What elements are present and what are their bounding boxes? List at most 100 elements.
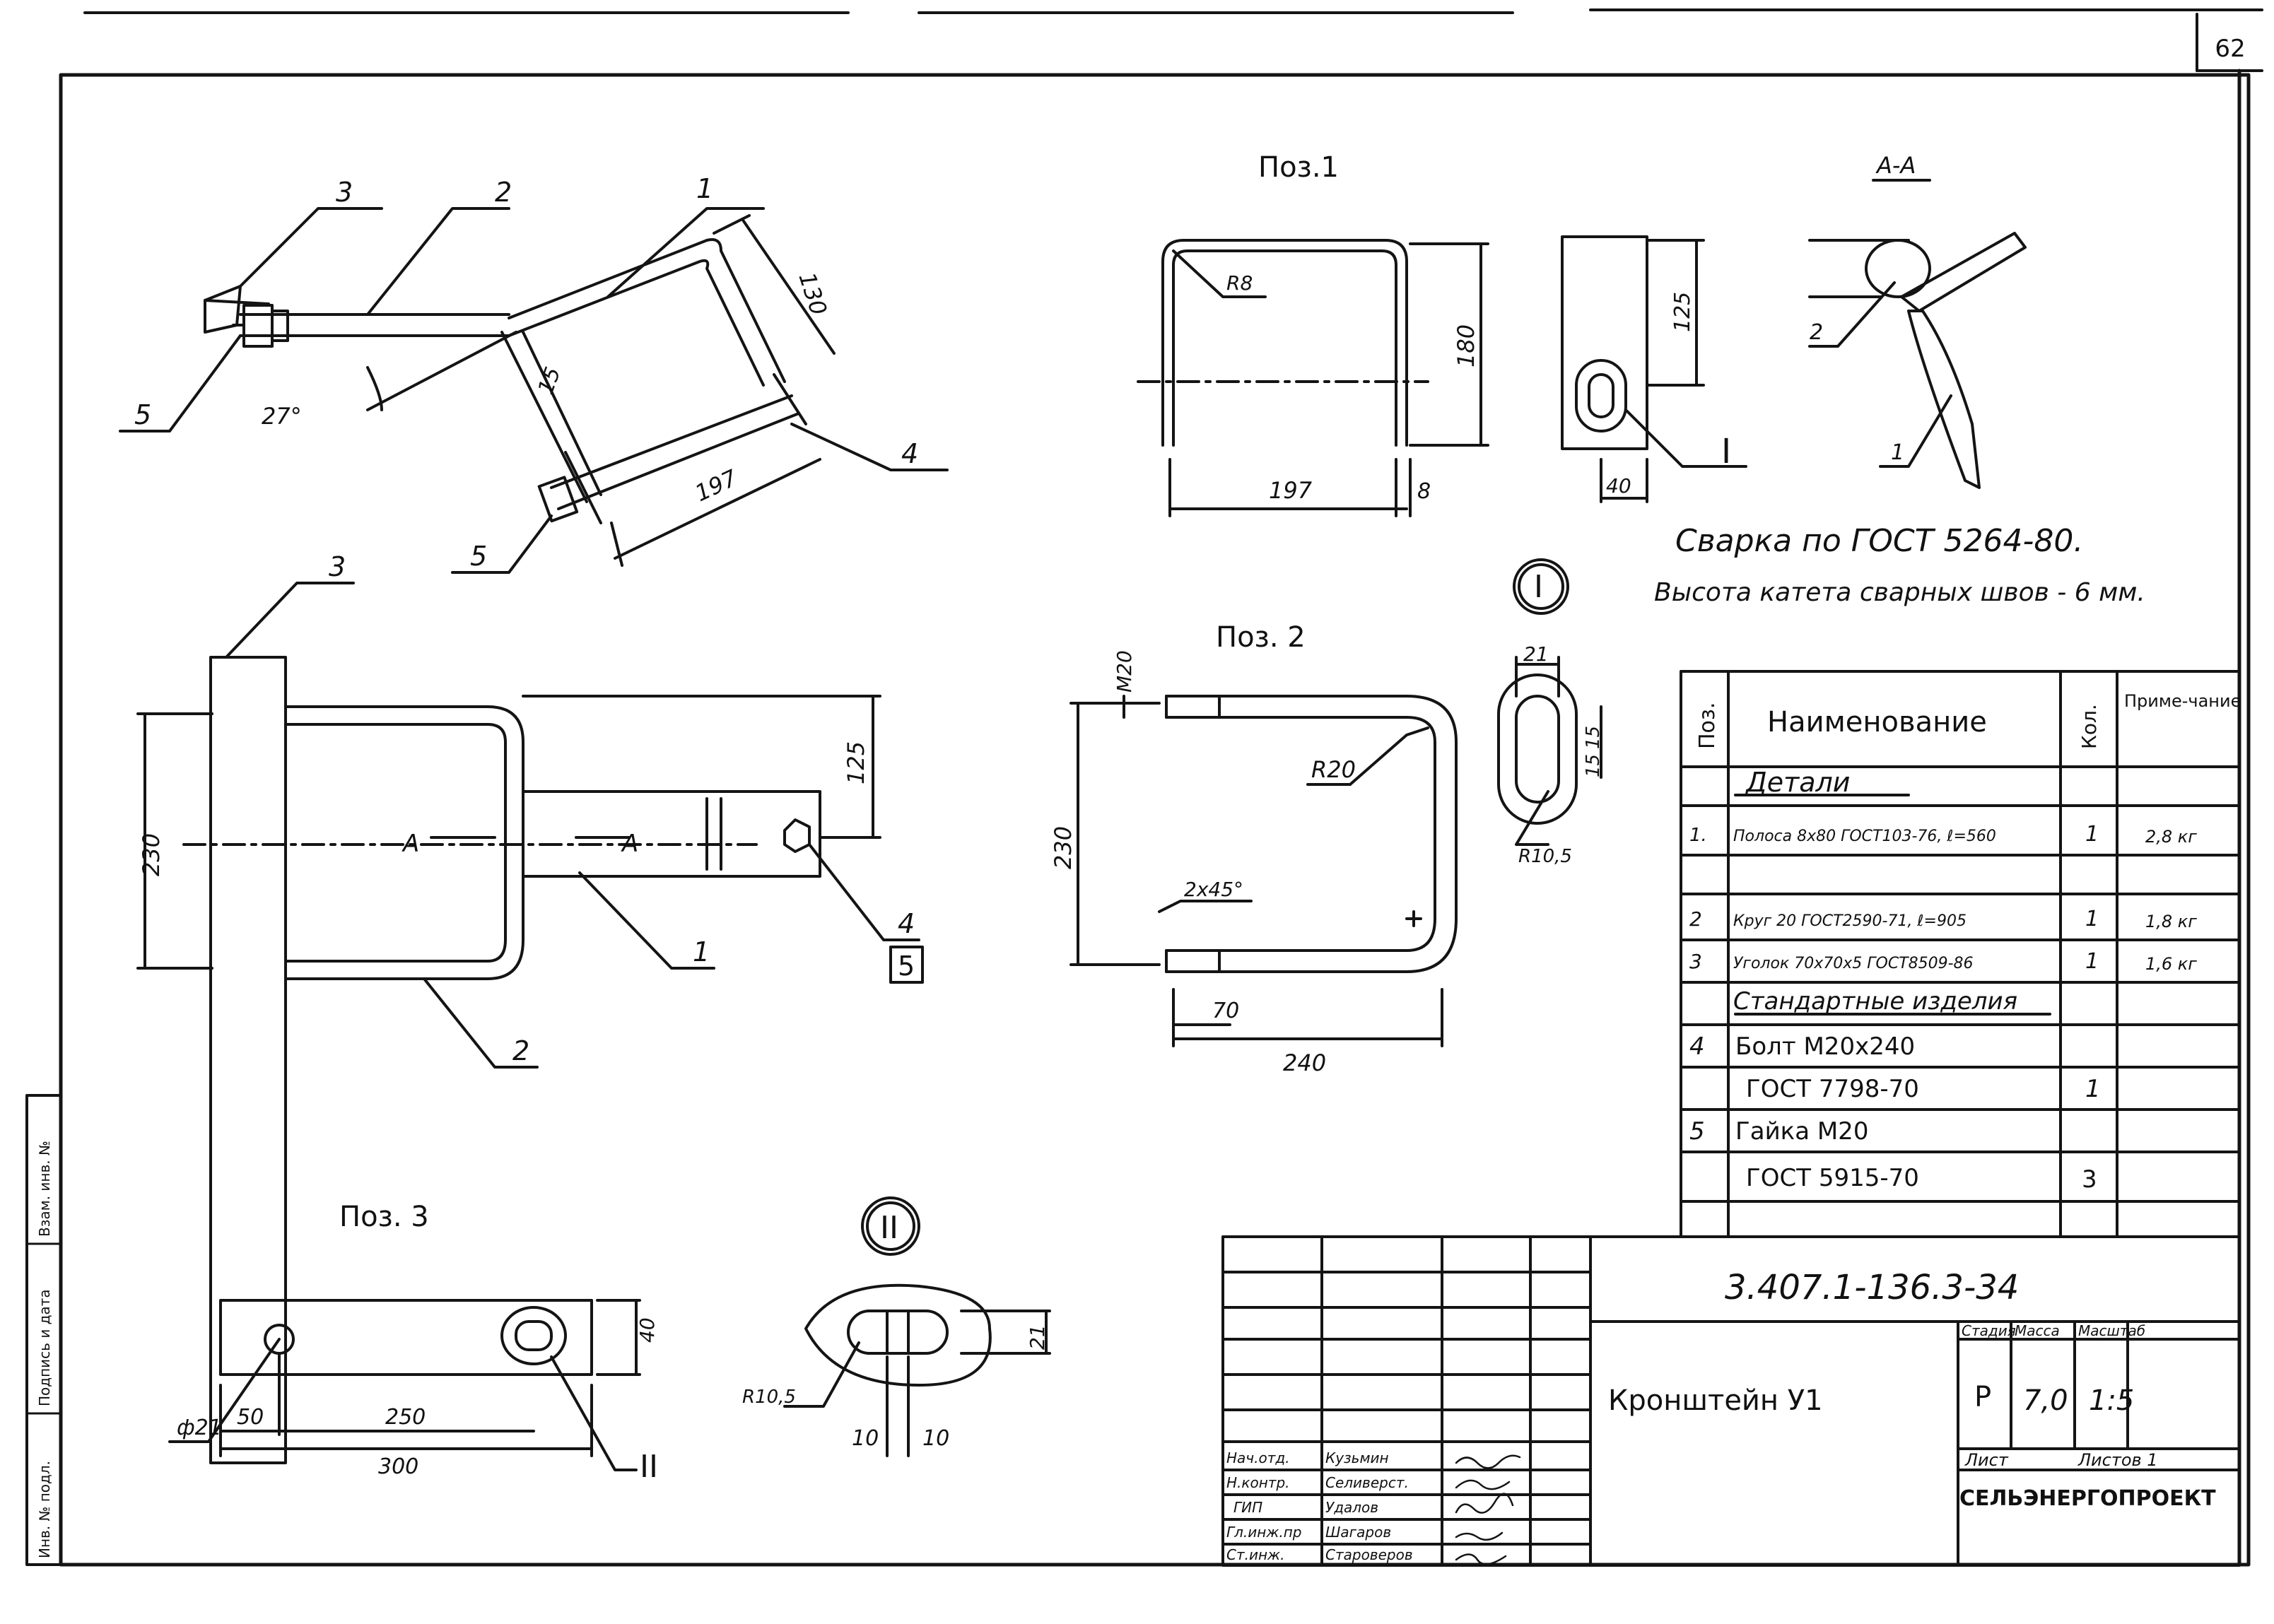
title-mass: 7,0 (2023, 1384, 2068, 1417)
role-2: Н.контр. (1226, 1474, 1290, 1491)
spec-row3-pos: 3 (1689, 950, 1702, 973)
plan-callout-2: 2 (512, 1035, 529, 1066)
spec-row2-name: Круг 20 ГОСТ2590-71, ℓ=905 (1733, 912, 1967, 930)
detail-II-mark: II (880, 1210, 898, 1246)
plan-section-a-left: А (402, 830, 419, 858)
spec-row6-name: Гайка М20 (1735, 1117, 1868, 1146)
title-stage: Р (1974, 1381, 1991, 1413)
pos3-title: Поз. 3 (339, 1201, 429, 1233)
pos1-r8: R8 (1226, 271, 1253, 295)
inv-number-label: Инв. № подл. (36, 1461, 53, 1558)
spec-row6-pos: 5 (1689, 1117, 1705, 1146)
weld-note: Сварка по ГОСТ 5264-80. (1675, 523, 2083, 559)
pos3-ref-II: II (640, 1449, 658, 1485)
spec-section-details: Детали (1745, 767, 1850, 798)
detail-II-r105: R10,5 (742, 1387, 796, 1408)
spec-row4-name: Болт М20х240 (1735, 1032, 1915, 1061)
sign-date-label: Подпись и дата (36, 1289, 53, 1406)
assembly-callout-4: 4 (901, 438, 918, 469)
name-5: Староверов (1325, 1546, 1413, 1563)
page-number-box: 62 (2196, 13, 2263, 72)
spec-header-pos: Поз. (1695, 702, 1720, 749)
spec-header-name: Наименование (1767, 706, 1987, 739)
spec-row2-pos: 2 (1689, 907, 1702, 931)
spec-header-qty: Кол. (2077, 704, 2101, 749)
role-5: Ст.инж. (1226, 1546, 1284, 1563)
pos1-dim-197: 197 (1269, 477, 1313, 504)
pos3-dim-40: 40 (635, 1317, 659, 1343)
spec-row3-qty: 1 (2085, 949, 2099, 974)
role-4: Гл.инж.пр (1226, 1524, 1302, 1541)
detail-II-d10b: 10 (922, 1426, 949, 1451)
pos2-r20: R20 (1311, 756, 1356, 783)
detail-II-d21: 21 (1026, 1324, 1049, 1350)
title-scale-label: Масштаб (2078, 1322, 2145, 1339)
assembly-callout-1: 1 (696, 173, 713, 204)
section-aa-callout-2: 2 (1810, 320, 1823, 345)
plan-dim-125: 125 (843, 741, 869, 784)
detail-I-r105: R10,5 (1518, 846, 1572, 867)
pos1-dim-180: 180 (1453, 324, 1479, 367)
title-name: Кронштейн У1 (1608, 1384, 1823, 1417)
section-aa-view (1808, 179, 2027, 489)
pos3-dim-300: 300 (378, 1454, 418, 1479)
pos3-dim-50: 50 (237, 1405, 264, 1430)
name-1: Кузьмин (1325, 1449, 1389, 1466)
spec-row7-qty: 3 (2082, 1165, 2097, 1194)
pos2-dim-240: 240 (1283, 1049, 1326, 1076)
name-4: Шагаров (1325, 1524, 1391, 1541)
spec-row2-qty: 1 (2085, 907, 2099, 931)
page-number: 62 (2215, 35, 2245, 63)
spec-row2-note: 1,8 кг (2145, 912, 2197, 931)
detail-I (1497, 558, 1602, 846)
spec-row3-name: Уголок 70х70х5 ГОСТ8509-86 (1733, 955, 1974, 972)
assembly-callout-3: 3 (336, 177, 353, 208)
title-scale: 1:5 (2089, 1384, 2134, 1417)
assembly-callout-5b: 5 (470, 541, 487, 572)
title-organization: СЕЛЬЭНЕРГОПРОЕКТ (1959, 1486, 2216, 1511)
spec-row5-name: ГОСТ 7798-70 (1746, 1075, 1919, 1103)
spec-row4-pos: 4 (1689, 1032, 1705, 1061)
spec-row1-note: 2,8 кг (2145, 827, 2197, 847)
replace-inv-label: Взам. инв. № (36, 1141, 53, 1237)
spec-row3-note: 1,6 кг (2145, 954, 2197, 974)
spec-header-note: Приме-чание (2124, 691, 2241, 711)
assembly-callout-5a: 5 (134, 399, 151, 430)
section-aa-title: А-А (1875, 152, 1916, 179)
plan-dim-230: 230 (138, 833, 165, 876)
pos3-hole: ф21 (177, 1416, 222, 1440)
pos2-dim-70: 70 (1212, 999, 1239, 1023)
side-dim-40: 40 (1606, 474, 1631, 498)
detail-I-d15b: 15 (1583, 754, 1604, 777)
side-dim-125: 125 (1670, 292, 1695, 332)
title-sheets-label: Листов 1 (2077, 1450, 2158, 1470)
plan-section-a-right: А (621, 830, 638, 858)
assembly-dim-15: 15 (534, 364, 566, 398)
pos1-view (1137, 239, 1489, 517)
pos2-title: Поз. 2 (1216, 621, 1306, 654)
detail-II (783, 1196, 1051, 1457)
plan-callout-4: 4 (898, 908, 915, 939)
pos2-chamfer: 2х45° (1184, 878, 1243, 901)
spec-row1-name: Полоса 8х80 ГОСТ103-76, ℓ=560 (1733, 828, 1996, 845)
detail-I-d15a: 15 (1583, 726, 1604, 749)
pos2-view (1069, 695, 1458, 1047)
assembly-angle-27: 27° (262, 403, 302, 430)
side-ref-I: I (1721, 432, 1731, 471)
title-sheet-label: Лист (1964, 1450, 2009, 1470)
pos2-dim-230: 230 (1050, 826, 1077, 869)
title-designation: 3.407.1-136.3-34 (1725, 1268, 2019, 1307)
role-3: ГИП (1233, 1499, 1262, 1516)
detail-I-mark: I (1534, 569, 1543, 605)
top-edge-lines (83, 8, 2263, 14)
plan-callout-3: 3 (329, 551, 346, 582)
spec-row5-qty: 1 (2085, 1075, 2101, 1103)
pos1-title: Поз.1 (1258, 151, 1339, 184)
role-1: Нач.отд. (1226, 1449, 1290, 1466)
title-mass-label: Масса (2015, 1322, 2060, 1339)
name-2: Селиверст. (1325, 1474, 1409, 1491)
assembly-dim-130: 130 (793, 269, 832, 319)
side-strip: Взам. инв. № Подпись и дата Инв. № подл. (25, 1094, 62, 1566)
pos2-m20: М20 (1113, 650, 1136, 693)
